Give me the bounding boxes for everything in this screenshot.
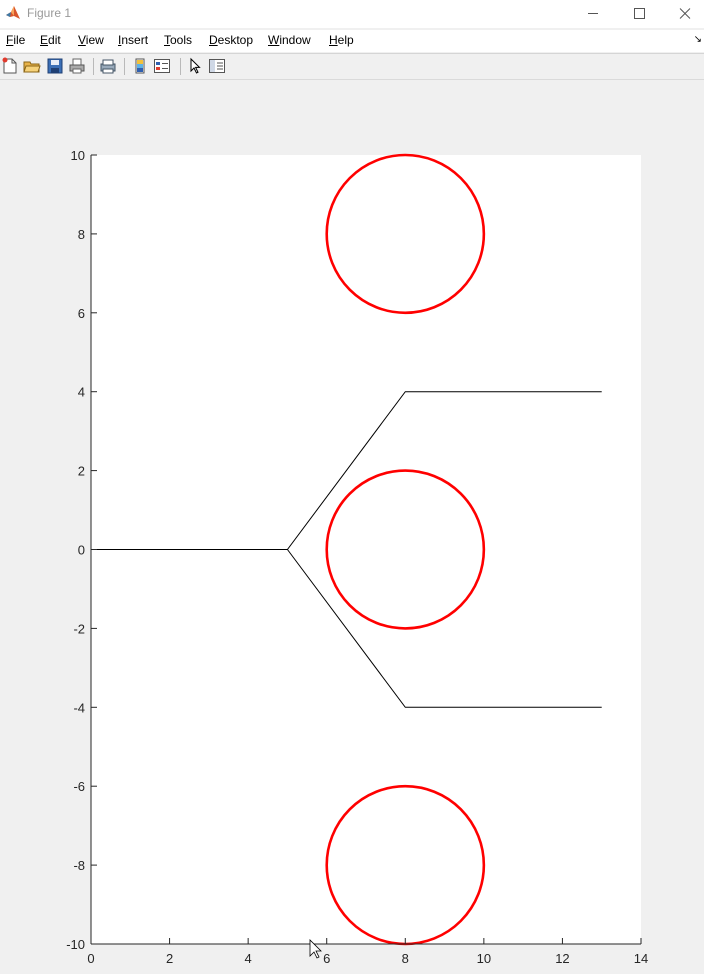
series-circle xyxy=(325,153,486,315)
x-tick-label: 0 xyxy=(87,951,94,966)
print-button[interactable] xyxy=(68,57,86,75)
y-tick-label: -6 xyxy=(73,779,85,794)
print-preview-button[interactable] xyxy=(99,57,117,75)
print-preview-icon xyxy=(100,59,116,74)
open-file-icon xyxy=(23,61,41,73)
legend-icon xyxy=(154,59,170,73)
x-tick-label: 14 xyxy=(634,951,648,966)
colorbar-icon xyxy=(135,58,145,74)
toolbar-separator xyxy=(180,58,181,75)
series-circle xyxy=(325,469,486,630)
legend-button[interactable] xyxy=(153,57,171,75)
y-tick-label: 8 xyxy=(78,227,85,242)
menu-help[interactable]: Help xyxy=(329,33,354,47)
new-figure-icon xyxy=(2,57,17,74)
menu-window[interactable]: Window xyxy=(268,33,311,47)
plot-axes[interactable]: 0 2 4 6 8 10 12 14 -10 -8 -6 -4 -2 0 2 4 6 8 10 xyxy=(0,80,704,969)
title-bar: Figure 1 xyxy=(0,0,704,28)
menu-edit[interactable]: Edit xyxy=(40,33,61,47)
save-button[interactable] xyxy=(46,57,64,75)
save-icon xyxy=(47,58,63,74)
open-file-button[interactable] xyxy=(23,57,41,75)
y-tick-label: -4 xyxy=(73,700,85,715)
menu-insert[interactable]: Insert xyxy=(118,33,149,47)
toolbar xyxy=(0,54,704,80)
menu-file[interactable]: File xyxy=(6,33,26,47)
y-tick-label: 4 xyxy=(78,385,85,400)
menu-tools[interactable]: Tools xyxy=(164,33,193,47)
maximize-icon xyxy=(634,8,645,19)
x-tick-label: 6 xyxy=(323,951,330,966)
window-title: Figure 1 xyxy=(27,6,72,20)
menu-desktop[interactable]: Desktop xyxy=(209,33,254,47)
minimize-icon xyxy=(588,13,598,14)
mouse-cursor-icon xyxy=(309,939,322,959)
edit-plot-button[interactable] xyxy=(186,57,204,75)
toolbar-separator xyxy=(124,58,125,75)
y-tick-label: -8 xyxy=(73,858,85,873)
x-tick-label: 2 xyxy=(166,951,173,966)
colorbar-button[interactable] xyxy=(131,57,149,75)
y-tick-label: 2 xyxy=(78,464,85,479)
print-icon xyxy=(69,58,85,74)
property-editor-icon xyxy=(209,59,225,73)
close-icon xyxy=(679,8,691,19)
y-tick-label: 10 xyxy=(71,148,85,163)
x-tick-label: 4 xyxy=(245,951,252,966)
figure-canvas: 0 2 4 6 8 10 12 14 -10 -8 -6 -4 -2 0 2 4 6 8 10 xyxy=(0,80,704,969)
pointer-arrow-icon xyxy=(190,57,201,74)
x-tick-label: 12 xyxy=(555,951,569,966)
y-tick-label: 6 xyxy=(78,306,85,321)
x-tick-label: 10 xyxy=(477,951,491,966)
matlab-icon xyxy=(6,6,20,19)
y-tick-label: -2 xyxy=(73,621,85,636)
menu-separator xyxy=(0,53,704,54)
series-line xyxy=(287,549,602,708)
minimize-button[interactable] xyxy=(570,0,616,28)
toolbar-separator xyxy=(93,58,94,75)
maximize-button[interactable] xyxy=(616,0,662,28)
property-editor-button[interactable] xyxy=(208,57,226,75)
new-figure-button[interactable] xyxy=(1,57,19,75)
menu-view[interactable]: View xyxy=(78,33,104,47)
menu-bar: File Edit View Insert Tools Desktop Wind… xyxy=(0,30,704,52)
y-tick-label: -10 xyxy=(66,937,85,952)
close-button[interactable] xyxy=(662,0,704,28)
series-line xyxy=(91,391,602,550)
dock-arrow-icon[interactable]: ↘ xyxy=(693,34,702,45)
x-tick-label: 8 xyxy=(402,951,409,966)
y-tick-label: 0 xyxy=(78,543,85,558)
